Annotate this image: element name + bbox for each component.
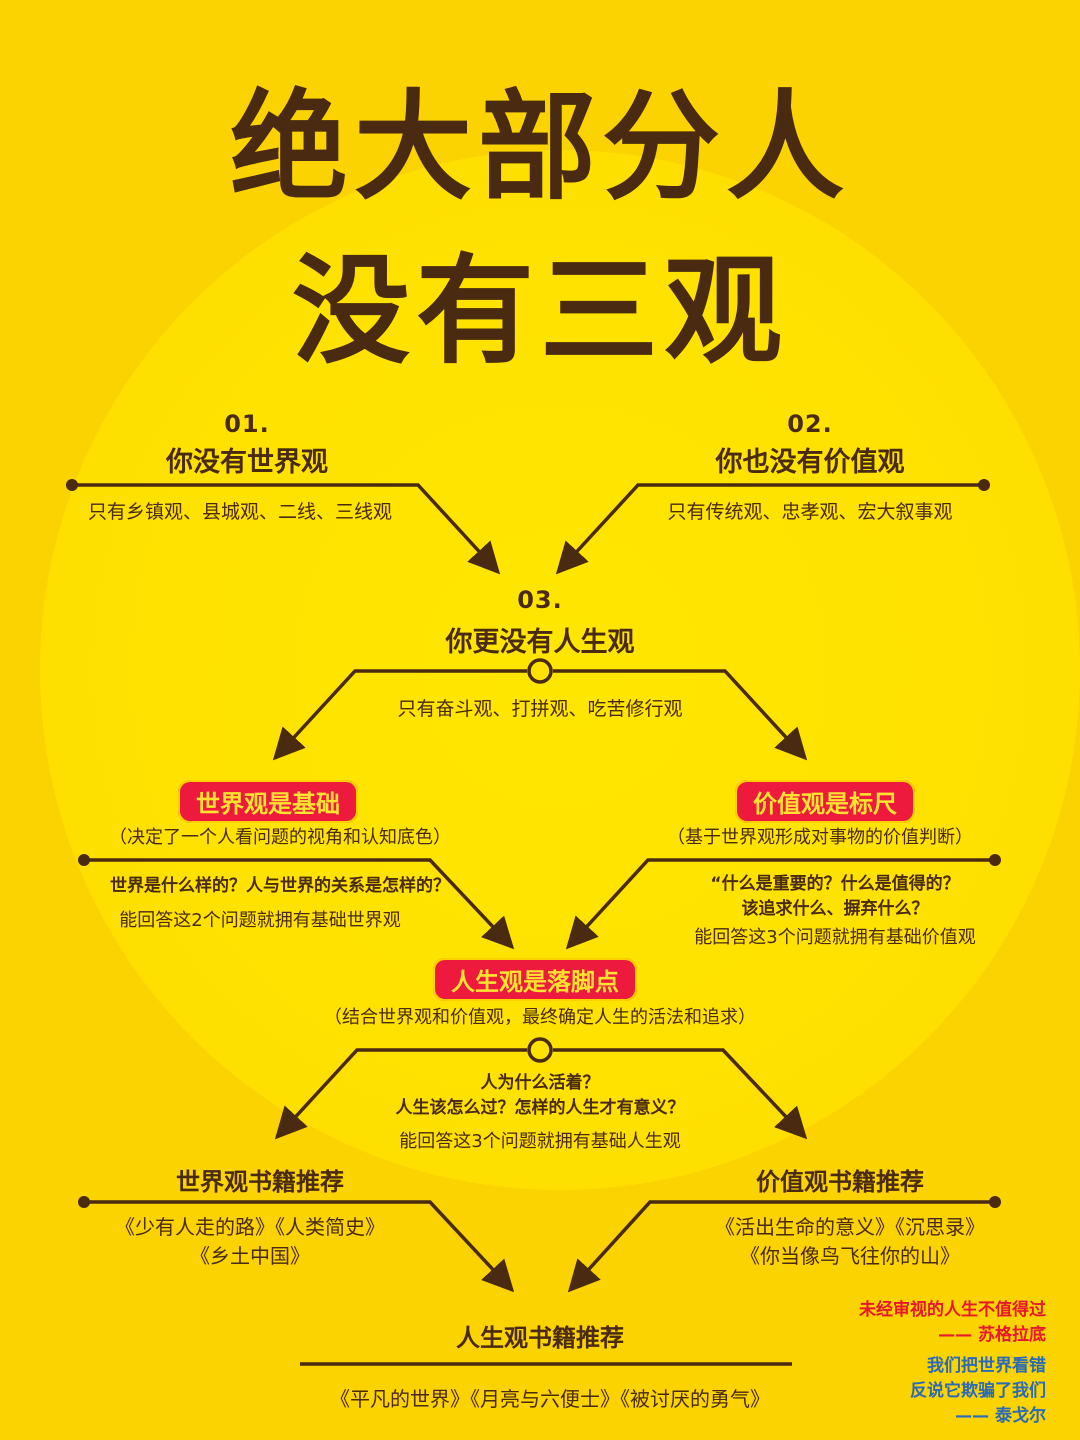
- socrates-quote: 未经审视的人生不值得过: [859, 1300, 1046, 1320]
- values-question-1: “什么是重要的？什么是值得的？: [710, 874, 960, 894]
- worldview-note: （决定了一个人看问题的视角和认知底色）: [109, 827, 451, 848]
- life-books-line-1: 《平凡的世界》《月亮与六便士》《被讨厌的勇气》: [330, 1387, 770, 1411]
- life-note: （结合世界观和价值观，最终确定人生的活法和追求）: [324, 1007, 756, 1028]
- tagore-quote-line-1: 我们把世界看错: [927, 1356, 1046, 1376]
- tagore-quote-line-2: 反说它欺骗了我们: [910, 1381, 1046, 1401]
- world-books-line-1: 《少有人走的路》《人类简史》: [115, 1215, 385, 1239]
- section2-number: 02.: [787, 410, 833, 438]
- worldview-badge: 世界观是基础: [178, 780, 358, 823]
- world-books-heading: 世界观书籍推荐: [176, 1168, 344, 1196]
- life-books-heading: 人生观书籍推荐: [456, 1324, 624, 1352]
- section3-heading: 你更没有人生观: [445, 627, 635, 658]
- section3-number: 03.: [517, 586, 563, 614]
- values-books-line-2: 《你当像鸟飞往你的山》: [740, 1244, 960, 1268]
- values-answer: 能回答这3个问题就拥有基础价值观: [694, 927, 976, 948]
- world-books-line-2: 《乡土中国》: [190, 1244, 310, 1268]
- values-badge: 价值观是标尺: [735, 780, 915, 823]
- worldview-answer: 能回答这2个问题就拥有基础世界观: [119, 910, 401, 931]
- life-question-2: 人生该怎么过？怎样的人生才有意义？: [395, 1098, 685, 1118]
- life-badge: 人生观是落脚点: [433, 958, 637, 1001]
- life-answer: 能回答这3个问题就拥有基础人生观: [399, 1131, 681, 1152]
- life-question-1: 人为什么活着？: [480, 1073, 600, 1093]
- section1-heading: 你没有世界观: [166, 447, 328, 478]
- section3-desc: 只有奋斗观、打拼观、吃苦修行观: [397, 698, 683, 720]
- title-line-1: 绝大部分人: [229, 78, 850, 216]
- worldview-question: 世界是什么样的？人与世界的关系是怎样的？: [110, 876, 450, 896]
- values-note: （基于世界观形成对事物的价值判断）: [667, 827, 973, 848]
- values-question-2: 该追求什么、摒弃什么？: [741, 899, 929, 919]
- values-books-line-1: 《活出生命的意义》《沉思录》: [715, 1215, 985, 1239]
- tagore-author: —— 泰戈尔: [955, 1406, 1046, 1426]
- section2-heading: 你也没有价值观: [715, 447, 905, 478]
- section1-desc: 只有乡镇观、县城观、二线、三线观: [87, 501, 392, 523]
- section2-desc: 只有传统观、忠孝观、宏大叙事观: [667, 501, 953, 523]
- values-books-heading: 价值观书籍推荐: [756, 1168, 924, 1196]
- title-line-2: 没有三观: [291, 242, 788, 380]
- socrates-author: —— 苏格拉底: [938, 1325, 1046, 1345]
- section1-number: 01.: [224, 410, 270, 438]
